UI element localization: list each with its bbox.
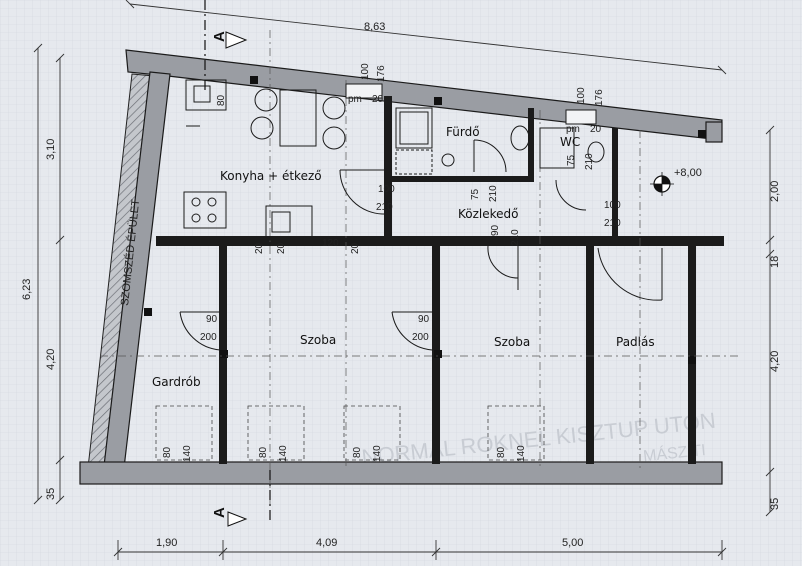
roof-windows xyxy=(155,405,545,461)
roof-window-1-width: 80 xyxy=(162,446,173,458)
dim-bottom-2: 4,09 xyxy=(316,537,337,549)
roof-window-1-height: 140 xyxy=(182,445,193,462)
door-swings xyxy=(179,139,663,351)
dim-right-lower: 4,20 xyxy=(769,351,781,372)
dim-right-bottom: 35 xyxy=(769,498,781,510)
kitchen-sink-width: 80 xyxy=(216,94,227,106)
wc-door-height: 210 xyxy=(584,153,595,170)
bath-door-height: 210 xyxy=(488,185,499,202)
bath-fixtures xyxy=(395,107,605,175)
bath-window-pm: pm xyxy=(566,124,580,135)
section-mark-bottom: A xyxy=(211,507,228,518)
axis-lines xyxy=(100,30,740,520)
kitchen-window-pm: pm xyxy=(348,94,362,105)
roof-window-4-width: 80 xyxy=(496,446,507,458)
elevation-label: +8,00 xyxy=(674,167,702,179)
roof-window-4-height: 140 xyxy=(516,445,527,462)
room2-door-height: 210 xyxy=(510,229,521,246)
dim-top-total: 8,63 xyxy=(364,21,385,33)
roof-window-2-height: 140 xyxy=(278,445,289,462)
dim-left-upper: 3,10 xyxy=(45,139,57,160)
kitchen-door-width: 100 xyxy=(378,184,395,195)
room-wardrobe: Gardrób xyxy=(152,375,201,389)
bath-window-width: 100 xyxy=(576,87,587,104)
kitchen-partition-c: 120 xyxy=(322,238,339,249)
bath-window-height: 176 xyxy=(594,89,605,106)
kitchen-door-height: 210 xyxy=(376,202,393,213)
wc-door-width: 75 xyxy=(566,154,577,166)
room1-door-height: 200 xyxy=(200,332,217,343)
dim-bottom-3: 5,00 xyxy=(562,537,583,549)
top-windows xyxy=(345,83,597,125)
corridor-door-width: 100 xyxy=(604,200,621,211)
kitchen-partition-b: 20 xyxy=(276,242,287,254)
roof-window-3-height: 140 xyxy=(372,445,383,462)
bath-door-width: 75 xyxy=(470,188,481,200)
kitchen-fixtures xyxy=(183,79,346,241)
room-attic: Padlás xyxy=(616,335,655,349)
section-marker-bottom: A xyxy=(211,470,271,527)
room-wc: WC xyxy=(560,135,580,149)
opening-labels: 100 176 pm 20 80 100 210 20 20 120 20 10… xyxy=(162,63,621,462)
room-bathroom: Fürdő xyxy=(446,125,480,139)
room2-door-width: 90 xyxy=(490,224,501,236)
room-szoba-2: Szoba xyxy=(494,335,530,349)
roof-window-3-width: 80 xyxy=(352,446,363,458)
dim-right-mid: 18 xyxy=(769,256,781,268)
room1-door-width: 90 xyxy=(206,314,218,325)
dimension-lines xyxy=(33,0,775,560)
kitchen-partition-d: 20 xyxy=(350,242,361,254)
room-szoba-1: Szoba xyxy=(300,333,336,347)
kitchen-window-width: 100 xyxy=(360,63,371,80)
kitchen-partition-a: 20 xyxy=(254,242,265,254)
dim-left-lower: 4,20 xyxy=(45,349,57,370)
room2-inner-door-height: 200 xyxy=(412,332,429,343)
kitchen-window-height: 176 xyxy=(376,65,387,82)
room2-inner-door-width: 90 xyxy=(418,314,430,325)
section-mark-top: A xyxy=(211,31,228,42)
room-corridor: Közlekedő xyxy=(458,207,519,221)
room-kitchen: Konyha + étkező xyxy=(220,169,322,183)
kitchen-window-sill: 20 xyxy=(372,94,384,105)
dim-right-upper: 2,00 xyxy=(769,181,781,202)
elevation-marker: +8,00 xyxy=(650,167,702,196)
columns xyxy=(144,76,706,364)
dim-left-bottom: 35 xyxy=(45,488,57,500)
roof-window-2-width: 80 xyxy=(258,446,269,458)
dim-bottom-1: 1,90 xyxy=(156,537,177,549)
corridor-door-height: 210 xyxy=(604,218,621,229)
section-marker-top: A xyxy=(204,0,248,92)
dim-left-total: 6,23 xyxy=(21,279,33,300)
bath-window-sill: 20 xyxy=(590,124,602,135)
